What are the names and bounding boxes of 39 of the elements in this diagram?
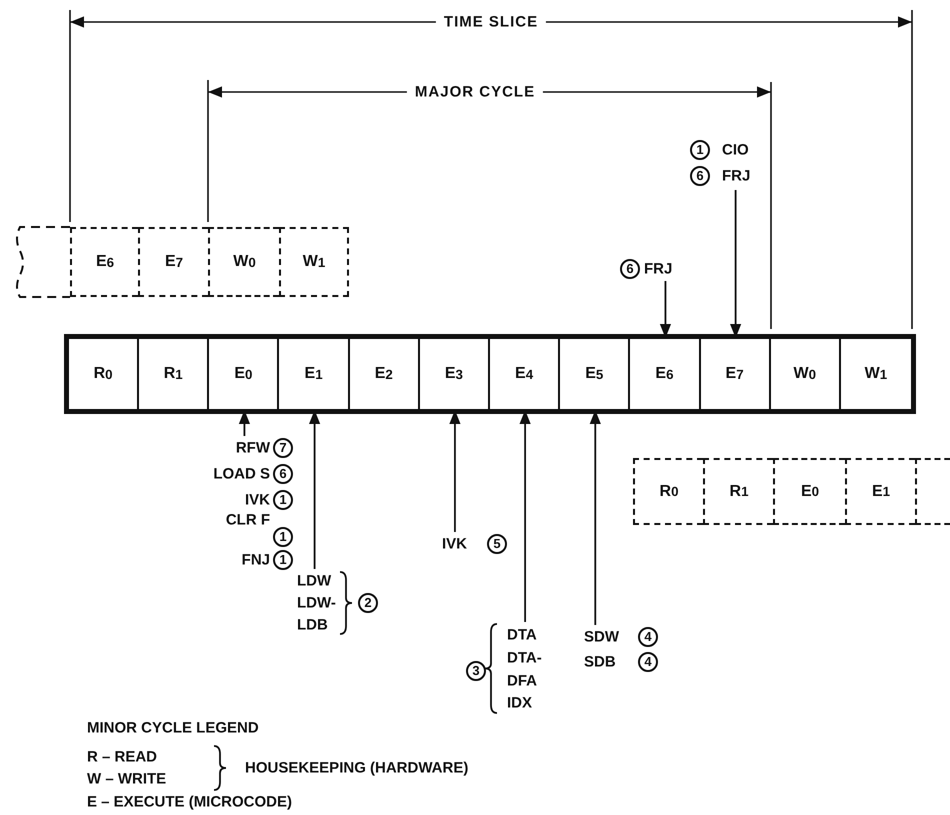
circled-number: 1	[690, 140, 710, 160]
instruction-label: DTA-	[507, 650, 542, 666]
instruction-label: LDB	[297, 618, 328, 632]
instruction-label: FRJ	[644, 262, 672, 276]
circled-number: 3	[466, 661, 486, 681]
legend-heading: MINOR CYCLE LEGEND	[87, 720, 259, 736]
dimension-label: MAJOR CYCLE	[406, 84, 544, 100]
instruction-label: DFA	[507, 674, 537, 688]
circled-number: 6	[273, 464, 293, 484]
instruction-label: DTA	[507, 628, 537, 642]
circled-number: 4	[638, 652, 658, 672]
circled-number: 1	[273, 527, 293, 547]
circled-number: 1	[273, 550, 293, 570]
instruction-label: SDW	[584, 630, 619, 644]
circled-number: 7	[273, 438, 293, 458]
circled-number: 1	[273, 490, 293, 510]
instruction-label: LOAD S	[213, 466, 270, 482]
instruction-label: RFW	[236, 440, 270, 456]
legend-entry: W – WRITE	[87, 772, 166, 786]
circled-number: 6	[620, 259, 640, 279]
circled-number: 4	[638, 627, 658, 647]
cycle-cell	[915, 458, 950, 525]
instruction-label: CIO	[722, 142, 749, 158]
instruction-label: CLR F	[226, 512, 270, 528]
legend-entry: E – EXECUTE (MICROCODE)	[87, 794, 292, 810]
instruction-label: FNJ	[242, 552, 270, 568]
instruction-label: LDW	[297, 574, 332, 588]
dimension-label: TIME SLICE	[436, 14, 546, 30]
circled-number: 6	[690, 166, 710, 186]
circled-number: 5	[487, 534, 507, 554]
instruction-label: IVK	[442, 536, 468, 552]
instruction-label: LDW-	[297, 596, 336, 610]
circled-number: 2	[358, 593, 378, 613]
instruction-label: IDX	[507, 696, 532, 710]
instruction-label: SDB	[584, 654, 616, 670]
legend-entry: R – READ	[87, 750, 158, 764]
instruction-label: IVK	[244, 492, 270, 508]
instruction-label: FRJ	[722, 168, 750, 184]
legend-description: HOUSEKEEPING (HARDWARE)	[245, 760, 468, 776]
